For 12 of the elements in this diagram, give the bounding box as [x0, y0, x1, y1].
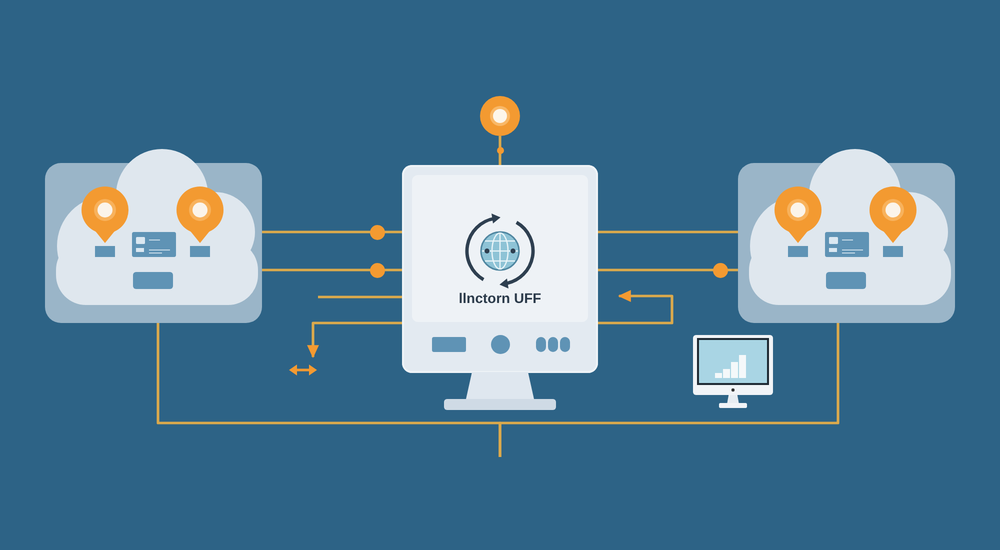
- connector-line: [318, 296, 402, 298]
- connector-line: [498, 136, 502, 165]
- monitor-title: llnctorn UFF: [458, 289, 542, 307]
- monitor: [402, 165, 598, 373]
- connector-line: [262, 268, 402, 272]
- arrow: [307, 322, 402, 358]
- connector-line: [498, 323, 840, 457]
- connector-line: [262, 230, 402, 234]
- arrow: [598, 290, 674, 324]
- location-marker: [480, 96, 520, 136]
- connector-line: [598, 230, 738, 234]
- connector-line: [598, 268, 738, 272]
